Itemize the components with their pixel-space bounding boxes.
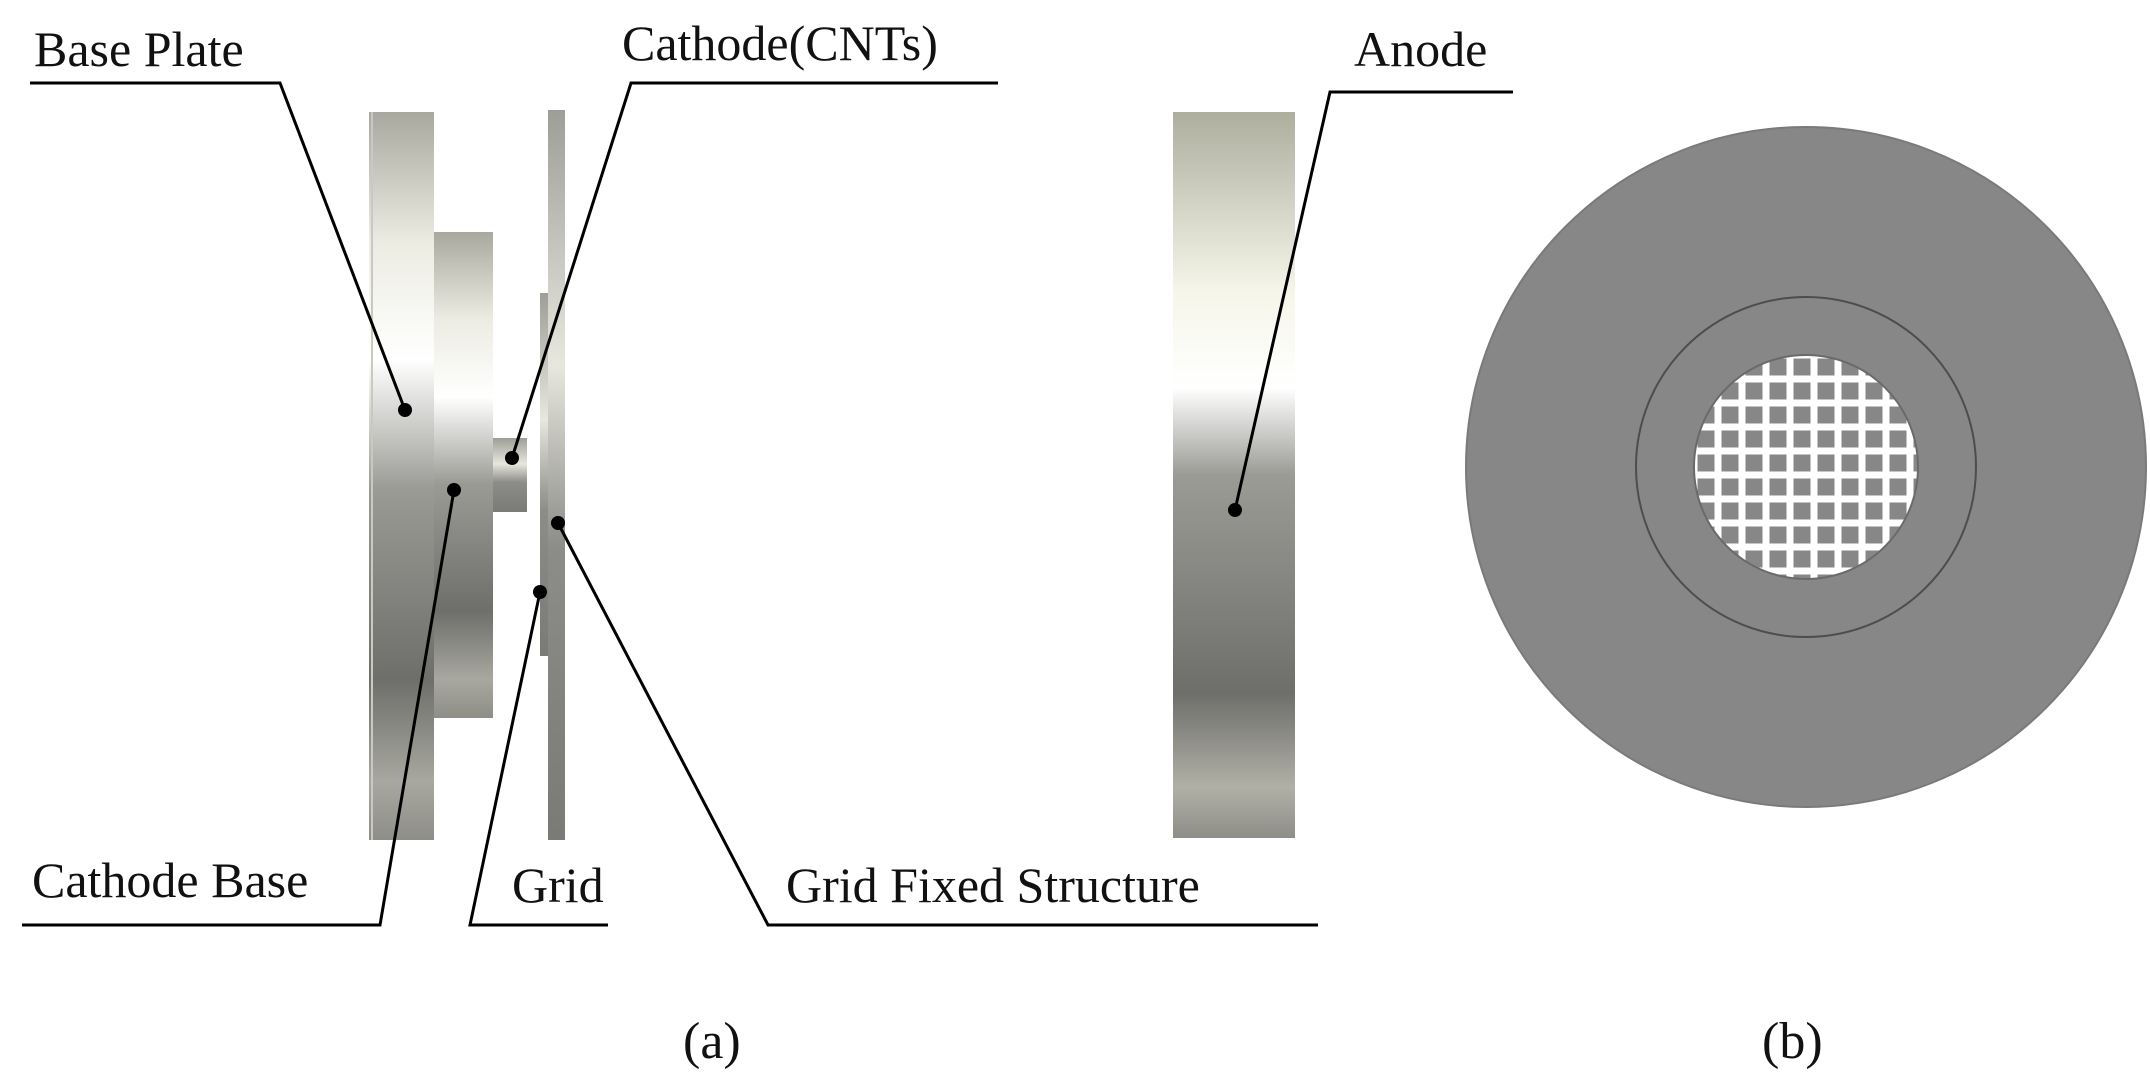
anode-shape bbox=[1173, 112, 1295, 838]
cathode-base-shape bbox=[434, 232, 493, 718]
leader-cathode-cnts bbox=[510, 81, 998, 459]
label-anode: Anode bbox=[1354, 21, 1487, 77]
label-grid: Grid bbox=[512, 857, 604, 913]
grid-fixed-structure-shape bbox=[540, 293, 548, 656]
base-plate-shape bbox=[369, 112, 434, 840]
cathode-cnts-shape bbox=[493, 438, 527, 512]
leader-cathode-base bbox=[22, 489, 456, 927]
inner-ring bbox=[1635, 296, 1977, 638]
leader-anode bbox=[1233, 90, 1513, 511]
leader-grid-fixed-structure bbox=[556, 522, 1318, 927]
side-view bbox=[369, 110, 1295, 840]
label-grid-fixed-structure: Grid Fixed Structure bbox=[786, 857, 1200, 913]
label-cathode-base: Cathode Base bbox=[32, 852, 308, 908]
subfigure-label-a: (a) bbox=[683, 1013, 741, 1070]
leader-base-plate bbox=[30, 81, 407, 411]
leader-lines bbox=[22, 81, 1513, 927]
label-cathode-cnts: Cathode(CNTs) bbox=[622, 15, 938, 71]
grid-shape bbox=[548, 110, 565, 840]
label-base-plate: Base Plate bbox=[34, 21, 244, 77]
front-view bbox=[1465, 126, 2147, 808]
subfigure-label-b: (b) bbox=[1762, 1013, 1823, 1070]
leader-grid bbox=[468, 591, 608, 927]
